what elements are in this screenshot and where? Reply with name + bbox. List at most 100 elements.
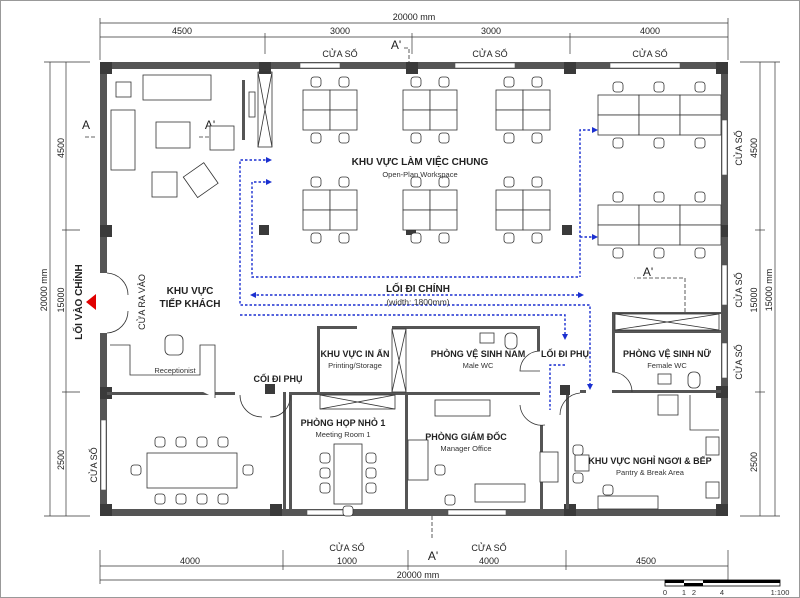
right-dimension-3: 2500 xyxy=(749,452,759,472)
main-corridor-title: LỐI ĐI CHÍNH xyxy=(386,281,450,295)
left-dimension-2: 15000 xyxy=(56,287,66,312)
window-label-left: CỬA SỔ xyxy=(88,447,99,482)
window-label-right-2: CỬA SỔ xyxy=(733,272,744,307)
desk xyxy=(638,224,681,246)
desk xyxy=(522,109,551,131)
chair-icon xyxy=(242,464,254,476)
chair-icon xyxy=(438,76,450,88)
top-dimension-3: 3000 xyxy=(481,26,501,36)
manager-title: PHÒNG GIÁM ĐỐC xyxy=(425,431,507,442)
desk xyxy=(597,94,640,116)
chair-icon xyxy=(612,81,624,93)
section-lines xyxy=(85,47,686,540)
kitchen-counter xyxy=(689,395,719,431)
storage-cabinets xyxy=(257,71,720,410)
fridge xyxy=(657,394,679,416)
chair-icon xyxy=(310,76,322,88)
toilet-icon xyxy=(687,371,701,389)
chair-icon xyxy=(503,232,515,244)
desk xyxy=(429,189,458,211)
bottom-dimension-1: 4000 xyxy=(180,556,200,566)
interior-walls xyxy=(107,80,721,509)
small-meeting-title: PHÒNG HỌP NHỎ 1 xyxy=(301,417,386,428)
side-corridor-label: LỐI ĐI PHỤ xyxy=(541,348,589,359)
reception-title-line1: KHU VỰC xyxy=(167,286,214,297)
dimension-lines xyxy=(44,18,780,584)
pantry-subtitle: Pantry & Break Area xyxy=(616,468,685,477)
left-dimension-3: 2500 xyxy=(56,450,66,470)
toilet-icon xyxy=(504,332,518,350)
left-dimension-1: 4500 xyxy=(56,138,66,158)
window-label-right-3: CỬA SỔ xyxy=(733,344,744,379)
scale-tick-1: 1 xyxy=(682,588,686,597)
chair-icon xyxy=(572,472,584,484)
chair-icon xyxy=(612,137,624,149)
chair-icon xyxy=(531,76,543,88)
section-mark-a: A xyxy=(82,118,90,132)
chair-icon xyxy=(612,247,624,259)
chair-icon xyxy=(310,176,322,188)
right-dimension-1: 4500 xyxy=(749,138,759,158)
main-entrance-label: LỐI VÀO CHÍNH xyxy=(71,264,85,340)
windows xyxy=(100,62,728,516)
chair-icon xyxy=(154,493,166,505)
printing-title: KHU VỰC IN ẤN xyxy=(321,349,390,359)
sofa xyxy=(434,399,491,417)
table xyxy=(574,454,590,472)
chair-icon xyxy=(653,81,665,93)
desk xyxy=(679,224,722,246)
pantry-title: KHU VỰC NGHỈ NGƠI & BẾP xyxy=(588,455,711,466)
workspace-title: KHU VỰC LÀM VIỆC CHUNG xyxy=(352,155,489,168)
right-total-dimension: 15000 mm xyxy=(764,269,774,312)
desk xyxy=(429,209,458,231)
chair-icon xyxy=(434,464,446,476)
bottom-dimension-4: 4500 xyxy=(636,556,656,566)
meeting-table-small xyxy=(333,443,363,505)
reception-furniture xyxy=(110,74,256,398)
chair-icon xyxy=(531,232,543,244)
main-entrance-marker-icon xyxy=(86,294,96,310)
desk xyxy=(638,94,681,116)
chair-icon xyxy=(572,444,584,456)
chair-icon xyxy=(217,493,229,505)
window-label-bottom-2: CỬA SỔ xyxy=(471,542,506,553)
side-corridor-left-label: CỐI ĐI PHỤ xyxy=(253,373,302,384)
kitchen-sink-icon xyxy=(705,436,720,456)
desk xyxy=(302,109,331,131)
chair-icon xyxy=(365,452,377,464)
chair-icon xyxy=(694,81,706,93)
chair-icon xyxy=(338,132,350,144)
female-wc-title: PHÒNG VỆ SINH NỮ xyxy=(623,348,712,359)
desk xyxy=(522,89,551,111)
desk xyxy=(597,114,640,136)
chair-icon xyxy=(503,132,515,144)
window-label-right-1: CỬA SỔ xyxy=(733,130,744,165)
manager-subtitle: Manager Office xyxy=(440,444,491,453)
female-wc-subtitle: Female WC xyxy=(647,361,687,370)
chair-icon xyxy=(342,505,354,517)
chair-icon xyxy=(310,132,322,144)
desk xyxy=(402,109,431,131)
chair-icon xyxy=(319,452,331,464)
desk xyxy=(402,189,431,211)
chair-icon xyxy=(175,436,187,448)
chair-icon xyxy=(694,137,706,149)
window-label-bottom-1: CỬA SỔ xyxy=(329,542,364,553)
chair-icon xyxy=(410,132,422,144)
chair-icon xyxy=(438,132,450,144)
sofa xyxy=(474,483,526,503)
chair-icon xyxy=(338,76,350,88)
male-wc-subtitle: Male WC xyxy=(463,361,494,370)
small-meeting-subtitle: Meeting Room 1 xyxy=(315,430,370,439)
desk xyxy=(597,204,640,226)
top-dimension-4: 4000 xyxy=(640,26,660,36)
chair-icon xyxy=(503,76,515,88)
chair-icon xyxy=(217,436,229,448)
chair-icon xyxy=(410,76,422,88)
desk xyxy=(329,189,358,211)
desk xyxy=(429,109,458,131)
chair-icon xyxy=(602,484,614,496)
top-total-dimension: 20000 mm xyxy=(393,12,436,22)
chair-icon xyxy=(410,176,422,188)
